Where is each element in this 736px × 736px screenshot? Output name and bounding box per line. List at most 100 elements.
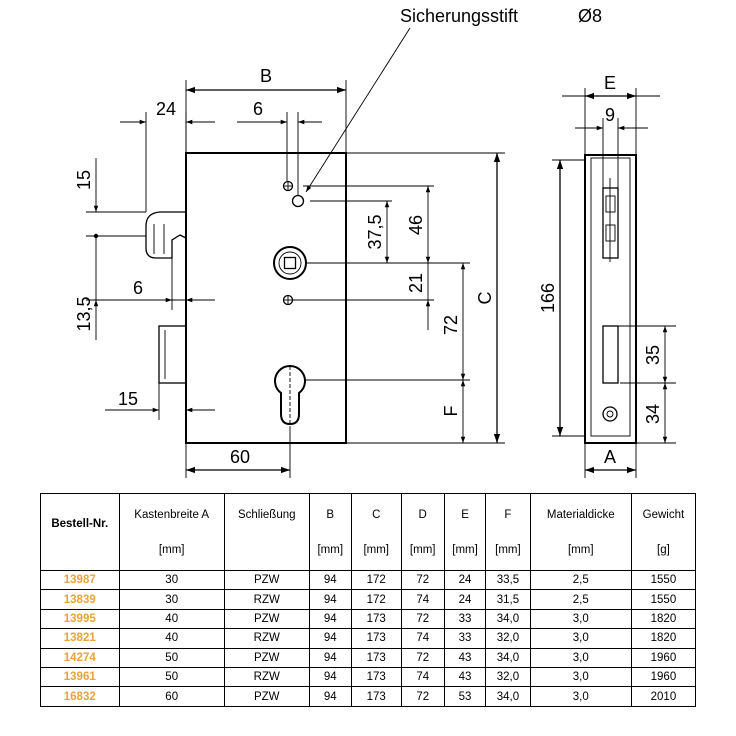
dim-6-left-label: 6: [133, 278, 143, 298]
table-cell: 33: [443, 628, 487, 649]
dim-35-label: 35: [643, 345, 663, 365]
table-cell: 40: [118, 608, 225, 630]
column-header-label: Materialdicke: [546, 509, 615, 521]
dim-166-label: 166: [538, 283, 558, 313]
table-cell: 32,0: [485, 666, 531, 688]
column-header-unit: [mm]: [317, 544, 344, 556]
table-cell: 1960: [630, 647, 697, 668]
table-cell: 33,5: [485, 569, 531, 591]
order-number-cell: 13821: [40, 628, 120, 649]
order-number-cell: 14274: [40, 647, 120, 668]
dead-bolt: [158, 325, 187, 384]
table-cell: 72: [400, 608, 445, 630]
order-number-cell: 13987: [40, 569, 120, 591]
dim-9-label: 9: [605, 105, 615, 125]
follower-square: [273, 246, 307, 280]
column-header-label: Schließung: [237, 509, 296, 521]
column-header-unit: [mm]: [452, 544, 478, 556]
cylinder-keyhole: [274, 365, 306, 426]
column-header-unit: [mm]: [567, 544, 594, 556]
dim-24-label: 24: [156, 99, 176, 119]
screw-icon: [282, 294, 294, 306]
table-cell: 2,5: [529, 589, 632, 610]
column-header: Bestell-Nr.: [40, 493, 120, 571]
screw-icon: [282, 180, 294, 192]
table-cell: 34,0: [485, 647, 531, 668]
dim-15-bottom-label: 15: [118, 389, 138, 409]
column-header-unit: [mm]: [158, 544, 185, 556]
table-cell: RZW: [223, 666, 310, 688]
column-header-label: B: [326, 509, 335, 521]
table-cell: 32,0: [485, 628, 531, 649]
technical-drawing: Sicherungsstift Ø8: [74, 6, 676, 478]
table-cell: 94: [308, 628, 352, 649]
dim-E-label: E: [604, 73, 616, 93]
table-cell: 94: [308, 647, 352, 668]
table-cell: 34,0: [485, 608, 531, 630]
column-header: Schließung: [223, 493, 310, 571]
table-header: Bestell-Nr. Kastenbreite A [mm] Schließung B…: [40, 493, 697, 571]
table-cell: 50: [118, 647, 225, 668]
table-cell: 3,0: [529, 686, 632, 707]
column-header-label: F: [504, 509, 512, 521]
table-cell: 3,0: [529, 647, 632, 668]
table-cell: 172: [350, 569, 402, 591]
table-cell: 60: [118, 686, 225, 707]
table-cell: RZW: [223, 589, 310, 610]
lock-case-body: [185, 152, 347, 444]
spec-table: Bestell-Nr. Kastenbreite A [mm] Schließung B…: [40, 493, 697, 707]
table-cell: 72: [400, 569, 445, 591]
latch-bolt: [145, 211, 187, 259]
table-cell: 1550: [630, 589, 697, 610]
table-cell: 173: [350, 666, 402, 688]
dim-A-label: A: [604, 447, 616, 467]
table-cell: 3,0: [529, 666, 632, 688]
order-number-cell: 13995: [40, 608, 120, 630]
table-cell: 94: [308, 589, 352, 610]
column-header: C[mm]: [350, 493, 402, 571]
table-cell: 50: [118, 666, 225, 688]
table-cell: 34,0: [485, 686, 531, 707]
table-header-row: Bestell-Nr. Kastenbreite A [mm] Schließung B…: [40, 493, 697, 571]
dim-34-label: 34: [643, 404, 663, 424]
table-cell: 94: [308, 608, 352, 630]
table-cell: 74: [400, 589, 445, 610]
table-cell: 72: [400, 686, 445, 707]
dim-15-left-label: 15: [74, 170, 94, 190]
table-cell: 1820: [630, 628, 697, 649]
table-cell: 74: [400, 666, 445, 688]
side-case-outline: [584, 154, 637, 444]
table-cell: 53: [443, 686, 487, 707]
dim-72-label: 72: [441, 315, 461, 335]
dim-60-label: 60: [230, 447, 250, 467]
dim-46-label: 46: [406, 215, 426, 235]
table-cell: 173: [350, 686, 402, 707]
callout-label: Sicherungsstift: [400, 6, 518, 26]
front-view: B 24 6 15 13,5 6 15: [74, 66, 505, 478]
dim-F-label: F: [441, 406, 461, 417]
table-cell: 31,5: [485, 589, 531, 610]
order-number-cell: 16832: [40, 686, 120, 707]
dim-21-label: 21: [406, 273, 426, 293]
table-cell: 30: [118, 589, 225, 610]
column-header: F[mm]: [485, 493, 531, 571]
side-view: E 9 166 35 34 A: [538, 73, 676, 478]
table-cell: 40: [118, 628, 225, 649]
table-cell: 94: [308, 666, 352, 688]
column-header-unit: [mm]: [409, 544, 436, 556]
column-header-label: Kastenbreite A: [134, 509, 210, 521]
table-cell: 24: [443, 569, 487, 591]
table-cell: 74: [400, 628, 445, 649]
column-header: B [mm]: [308, 493, 352, 571]
column-header-label: E: [461, 509, 469, 521]
order-number-cell: 13961: [40, 666, 120, 688]
column-header-label: Bestell-Nr.: [51, 518, 109, 530]
dim-C-label: C: [475, 292, 495, 305]
